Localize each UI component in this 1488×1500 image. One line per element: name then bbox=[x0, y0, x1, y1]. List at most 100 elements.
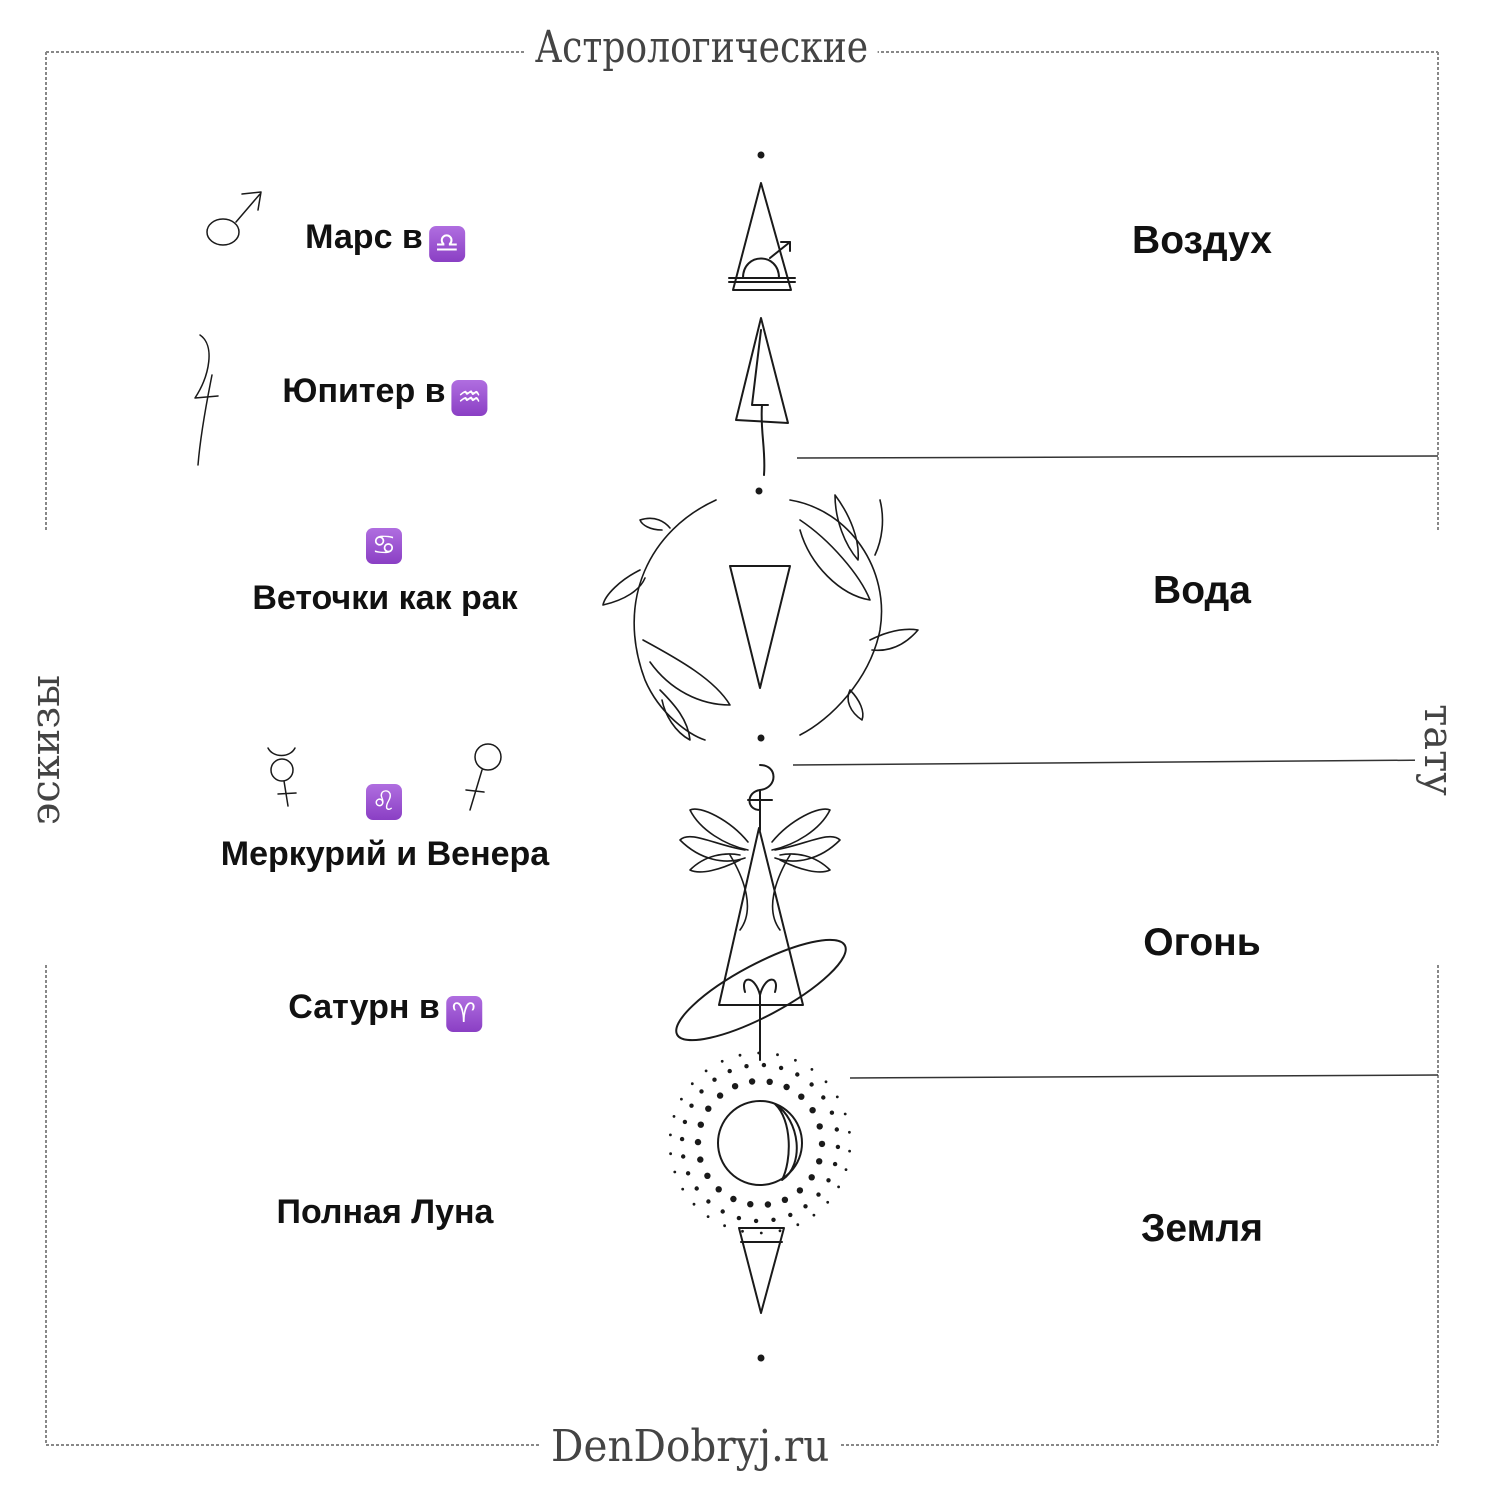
header-title: Астрологические bbox=[525, 26, 878, 70]
halo-dot bbox=[697, 1156, 704, 1163]
halo-dot bbox=[706, 1215, 710, 1218]
venus-icon bbox=[465, 743, 502, 811]
side-label-left: эскизы bbox=[23, 664, 69, 836]
halo-dot bbox=[816, 1192, 821, 1197]
lotus-flowers bbox=[679, 808, 841, 931]
dot-mid-1 bbox=[755, 487, 763, 495]
halo-dot bbox=[669, 1152, 672, 1156]
halo-dot bbox=[720, 1209, 725, 1214]
halo-dot bbox=[798, 1093, 805, 1100]
row-mars: Марс в♎ bbox=[305, 218, 465, 262]
halo-dot bbox=[834, 1127, 839, 1132]
halo-dot bbox=[690, 1082, 694, 1086]
halo-dot bbox=[704, 1172, 711, 1180]
halo-dot bbox=[843, 1112, 847, 1116]
halo-dot bbox=[736, 1215, 742, 1221]
halo-dot bbox=[818, 1140, 826, 1148]
moon-dot-halo bbox=[669, 1051, 851, 1235]
halo-dot bbox=[723, 1224, 726, 1228]
halo-dot bbox=[706, 1199, 711, 1204]
row-label: Юпитер в bbox=[282, 372, 446, 410]
aries-icon: ♈ bbox=[445, 996, 482, 1032]
water-triangle bbox=[729, 565, 791, 689]
halo-dot bbox=[681, 1154, 686, 1159]
halo-dot bbox=[816, 1123, 823, 1130]
halo-dot bbox=[759, 1231, 763, 1235]
halo-dot bbox=[796, 1223, 800, 1227]
jupiter-icon bbox=[194, 334, 219, 466]
dot-mid-2 bbox=[757, 734, 765, 742]
halo-dot bbox=[826, 1178, 831, 1183]
halo-dot bbox=[753, 1218, 759, 1224]
halo-dot bbox=[741, 1229, 744, 1233]
halo-dot bbox=[766, 1078, 773, 1086]
halo-dot bbox=[727, 1068, 732, 1074]
row-full-moon: Полная Луна bbox=[277, 1193, 494, 1231]
halo-dot bbox=[764, 1201, 772, 1208]
full-moon bbox=[717, 1100, 803, 1186]
halo-dot bbox=[680, 1097, 683, 1101]
halo-dot bbox=[757, 1051, 761, 1055]
halo-dot bbox=[738, 1053, 742, 1057]
halo-dot bbox=[681, 1187, 685, 1191]
halo-dot bbox=[692, 1202, 696, 1206]
fire-triangle-saturn-aries bbox=[675, 764, 847, 1061]
cancer-icon: ♋ bbox=[366, 528, 402, 564]
halo-dot bbox=[673, 1170, 677, 1174]
leo-icon: ♌ bbox=[366, 784, 402, 820]
cancer-branch-wreath bbox=[602, 494, 919, 741]
halo-dot bbox=[837, 1185, 840, 1189]
halo-dot bbox=[848, 1130, 851, 1134]
halo-dot bbox=[812, 1213, 816, 1217]
element-water: Вода bbox=[1153, 569, 1251, 612]
halo-dot bbox=[705, 1105, 712, 1112]
halo-dot bbox=[747, 1201, 754, 1208]
halo-dot bbox=[776, 1053, 779, 1057]
halo-dot bbox=[672, 1115, 676, 1118]
mars-icon bbox=[206, 191, 262, 246]
row-label: Меркурий и Венера bbox=[220, 835, 550, 873]
dot-top bbox=[757, 151, 765, 159]
halo-dot bbox=[848, 1149, 851, 1153]
halo-dot bbox=[694, 1186, 699, 1191]
halo-dot bbox=[744, 1064, 749, 1069]
side-label-right: тату bbox=[1415, 694, 1461, 806]
libra-icon: ♎ bbox=[428, 226, 465, 262]
halo-dot bbox=[771, 1217, 776, 1223]
row-saturn: Сатурн в♈ bbox=[288, 988, 482, 1032]
halo-dot bbox=[699, 1089, 704, 1094]
halo-dot bbox=[689, 1103, 694, 1108]
halo-dot bbox=[810, 1068, 814, 1071]
halo-dot bbox=[682, 1119, 688, 1125]
halo-dot bbox=[829, 1110, 835, 1115]
halo-dot bbox=[669, 1133, 672, 1137]
halo-dot bbox=[832, 1161, 838, 1167]
halo-dot bbox=[704, 1069, 708, 1073]
halo-dot bbox=[788, 1212, 793, 1218]
halo-dot bbox=[679, 1136, 685, 1142]
halo-dot bbox=[748, 1078, 756, 1085]
halo-dot bbox=[835, 1095, 839, 1099]
halo-dot bbox=[803, 1204, 808, 1209]
row-jupiter: Юпитер в♒ bbox=[282, 372, 488, 416]
halo-dot bbox=[809, 1082, 814, 1087]
halo-dot bbox=[697, 1121, 704, 1128]
row-label: Марс в bbox=[305, 218, 423, 256]
section-dividers bbox=[792, 455, 1439, 1079]
halo-dot bbox=[794, 1058, 797, 1062]
aquarius-icon: ♒ bbox=[451, 380, 488, 416]
row-label: Сатурн в bbox=[288, 988, 440, 1026]
mercury-icon bbox=[267, 747, 297, 807]
halo-dot bbox=[795, 1072, 800, 1077]
row-branches: Веточки как рак bbox=[252, 579, 517, 617]
halo-dot bbox=[715, 1186, 722, 1193]
halo-dot bbox=[731, 1083, 739, 1090]
halo-dot bbox=[694, 1138, 702, 1146]
halo-dot bbox=[783, 1083, 790, 1091]
element-air: Воздух bbox=[1132, 219, 1272, 262]
halo-dot bbox=[778, 1065, 784, 1071]
halo-dot bbox=[796, 1187, 804, 1194]
halo-dot bbox=[781, 1196, 789, 1204]
